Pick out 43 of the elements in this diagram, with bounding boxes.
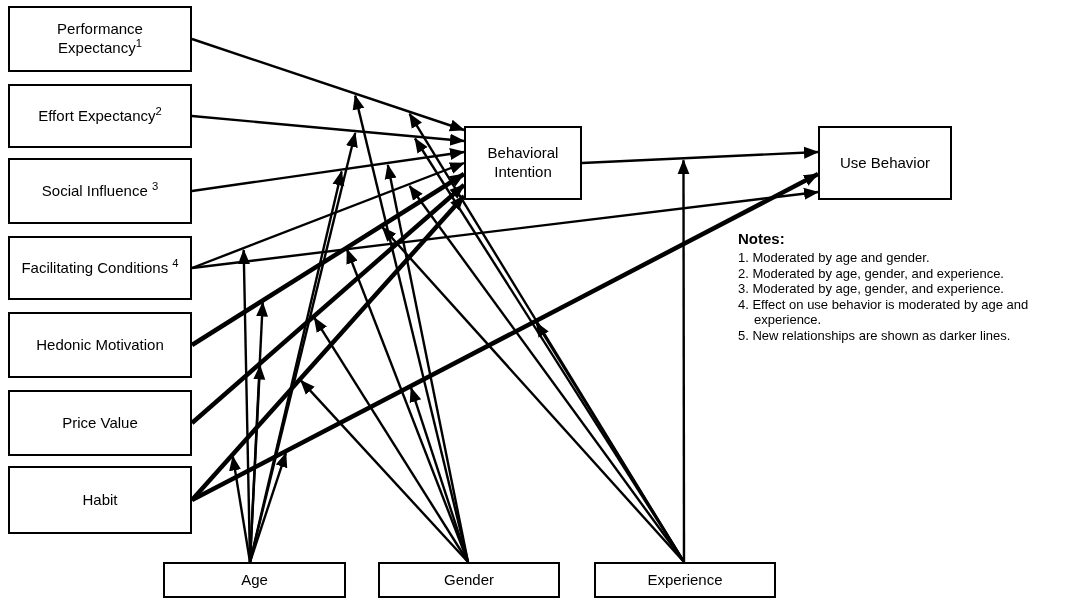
construct-box bbox=[464, 126, 582, 200]
moderator-arrow bbox=[677, 159, 690, 562]
construct-label: Habit bbox=[82, 490, 118, 510]
construct-box bbox=[8, 312, 192, 378]
construct-label: Social Influence $^{3}$ bbox=[41, 181, 159, 201]
construct-box bbox=[8, 6, 192, 72]
arrow bbox=[581, 146, 819, 165]
construct-label: Gender bbox=[443, 570, 494, 590]
arrow bbox=[191, 161, 465, 270]
construct-box bbox=[818, 126, 952, 200]
construct-label: Facilitating Conditions $^{4}$ bbox=[21, 258, 179, 278]
construct-box bbox=[163, 562, 346, 598]
construct-label: Experience bbox=[647, 570, 723, 590]
construct-box bbox=[594, 562, 776, 598]
moderator-arrow bbox=[384, 163, 470, 563]
note-text: 1. Moderated by age and gender. bbox=[738, 250, 931, 266]
note-text: 4. Effect on use behavior is moderated by age and experience. bbox=[738, 296, 1030, 328]
construct-box bbox=[8, 236, 192, 300]
arrow bbox=[191, 37, 465, 132]
construct-box bbox=[378, 562, 560, 598]
moderator-arrow bbox=[248, 132, 358, 563]
note-text: 5. New relationships are shown as darker lines. bbox=[738, 327, 1012, 344]
moderator-arrow bbox=[381, 226, 685, 563]
arrow bbox=[191, 114, 465, 146]
construct-label: Age bbox=[241, 570, 268, 590]
construct-label: Effort Expectancy$^{2}$ bbox=[38, 106, 162, 126]
moderator-arrow bbox=[299, 379, 469, 563]
construct-label: Hedonic Motivation bbox=[36, 335, 164, 355]
note-text: 2. Moderated by age, gender, and experience. bbox=[738, 265, 1005, 282]
arrow bbox=[191, 148, 465, 193]
construct-box bbox=[8, 84, 192, 148]
construct-box bbox=[8, 466, 192, 534]
notes-heading: Notes: bbox=[738, 230, 786, 248]
moderator-arrow bbox=[229, 455, 252, 563]
construct-label: Price Value bbox=[62, 413, 138, 433]
construct-box bbox=[8, 158, 192, 224]
note-text: 3. Moderated by age, gender, and experience. bbox=[738, 281, 1005, 297]
construct-label: Behavioral Intention bbox=[486, 144, 560, 182]
construct-label: Use Behavior bbox=[839, 153, 930, 173]
moderator-arrow bbox=[409, 386, 470, 563]
construct-box bbox=[8, 390, 192, 456]
construct-label: Performance Expectancy$^{1}$ bbox=[56, 20, 144, 58]
arrow bbox=[191, 187, 819, 270]
